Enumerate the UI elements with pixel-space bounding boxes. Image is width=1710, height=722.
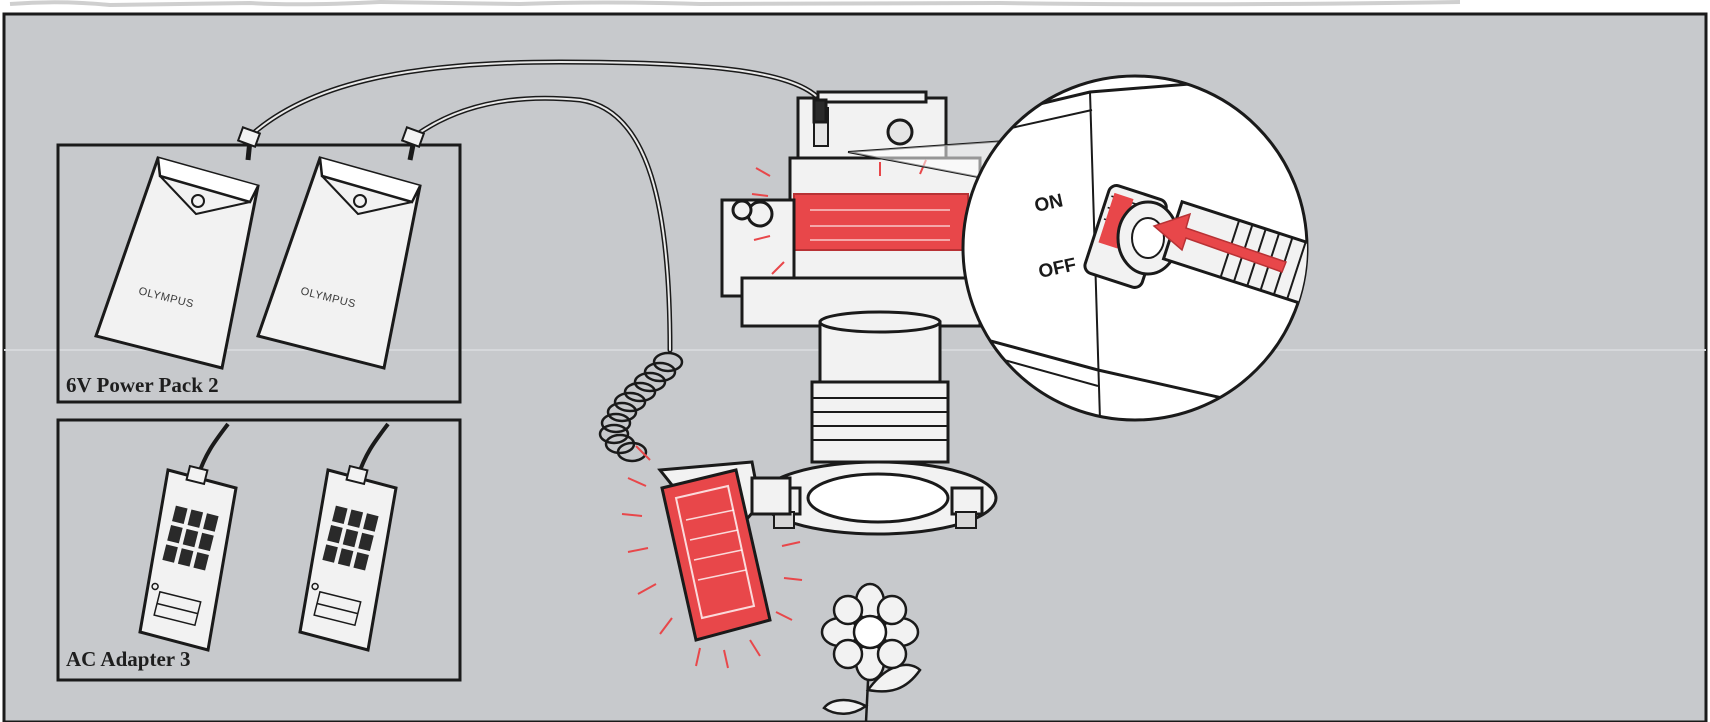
top-cropped-caption <box>0 0 1710 14</box>
ac-adapter-label: AC Adapter 3 <box>66 647 190 671</box>
power-pack-label: 6V Power Pack 2 <box>66 373 219 397</box>
